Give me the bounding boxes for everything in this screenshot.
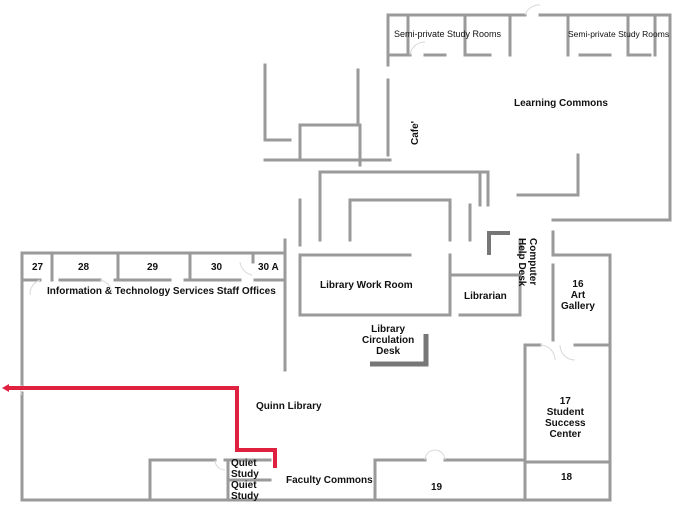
quiet-study-2-label: Quiet Study (231, 480, 259, 502)
help-desk-counter (487, 231, 510, 255)
study-rooms-right-label: Semi-private Study Rooms (568, 29, 670, 39)
librarian-label: Librarian (464, 291, 507, 302)
quinn-library-label: Quinn Library (256, 401, 322, 412)
gallery-line-1: Art (570, 290, 586, 301)
work-room-label: Library Work Room (320, 280, 413, 291)
quiet2-line-1: Quiet (231, 480, 257, 491)
circulation-desk (370, 334, 429, 367)
gallery-num: 16 (572, 279, 584, 290)
room-27: 27 (32, 262, 44, 273)
its-offices-label: Information & Technology Services Staff … (47, 286, 276, 297)
success-line-2: Success (545, 418, 586, 429)
quiet2-line-2: Study (231, 491, 259, 502)
route-arrow-icon (2, 384, 9, 392)
success-line-3: Center (549, 429, 582, 440)
help-desk-label: Computer Help Desk (516, 238, 538, 286)
room-19: 19 (431, 482, 443, 493)
circulation-desk-label: Library Circulation Desk (362, 324, 414, 357)
study-rooms-left-label: Semi-private Study Rooms (394, 29, 502, 39)
faculty-commons-label: Faculty Commons (286, 475, 373, 486)
help-line-2: Help Desk (516, 238, 527, 287)
success-center-label: 17 Student Success Center (545, 396, 586, 440)
quiet1-line-2: Study (231, 469, 259, 480)
success-num: 17 (559, 396, 571, 407)
room-28: 28 (78, 262, 90, 273)
gallery-line-2: Gallery (561, 301, 595, 312)
help-line-1: Computer (527, 238, 538, 286)
cafe-label: Cafe' (410, 120, 421, 145)
room-29: 29 (147, 262, 159, 273)
circ-line-2: Circulation (362, 335, 415, 346)
room-30: 30 (211, 262, 223, 273)
quiet-study-1-label: Quiet Study (231, 458, 259, 480)
learning-commons-label: Learning Commons (514, 98, 608, 109)
door-swings (20, 4, 576, 471)
room-18: 18 (561, 472, 573, 483)
art-gallery-label: 16 Art Gallery (561, 279, 595, 312)
room-30a: 30 A (258, 262, 279, 273)
walls (20, 13, 672, 502)
success-line-1: Student (546, 407, 584, 418)
route-path (2, 384, 277, 468)
circ-line-1: Library (371, 324, 406, 335)
circ-line-3: Desk (376, 346, 401, 357)
quiet1-line-1: Quiet (231, 458, 257, 469)
